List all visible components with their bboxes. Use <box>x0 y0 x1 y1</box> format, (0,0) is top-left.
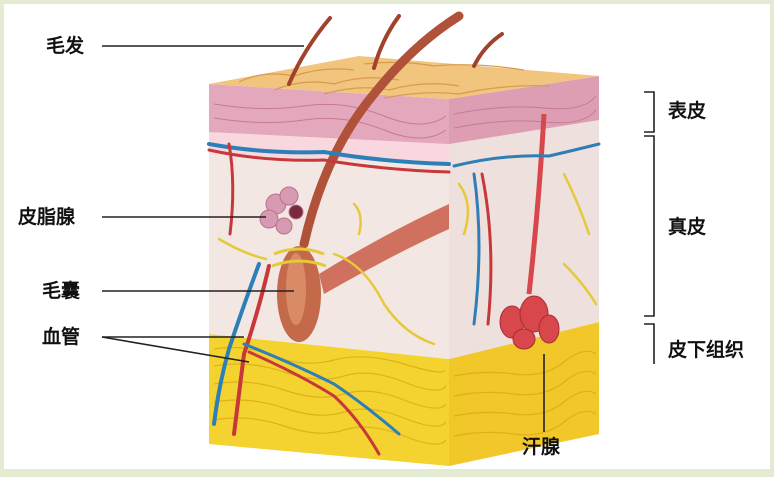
label-subcutaneous: 皮下组织 <box>668 339 744 361</box>
label-epidermis: 表皮 <box>668 100 706 122</box>
label-blood-vessel: 血管 <box>42 326 80 348</box>
diagram-frame: 毛发 皮脂腺 毛囊 血管 汗腺 表皮 真皮 皮下组织 <box>4 4 770 469</box>
label-sebaceous-gland: 皮脂腺 <box>18 206 75 228</box>
skin-cross-section-illustration <box>4 4 770 469</box>
label-hair: 毛发 <box>46 35 84 57</box>
label-hair-follicle: 毛囊 <box>42 280 80 302</box>
label-dermis: 真皮 <box>668 216 706 238</box>
label-sweat-gland: 汗腺 <box>522 436 560 458</box>
layer-brackets <box>644 92 654 364</box>
